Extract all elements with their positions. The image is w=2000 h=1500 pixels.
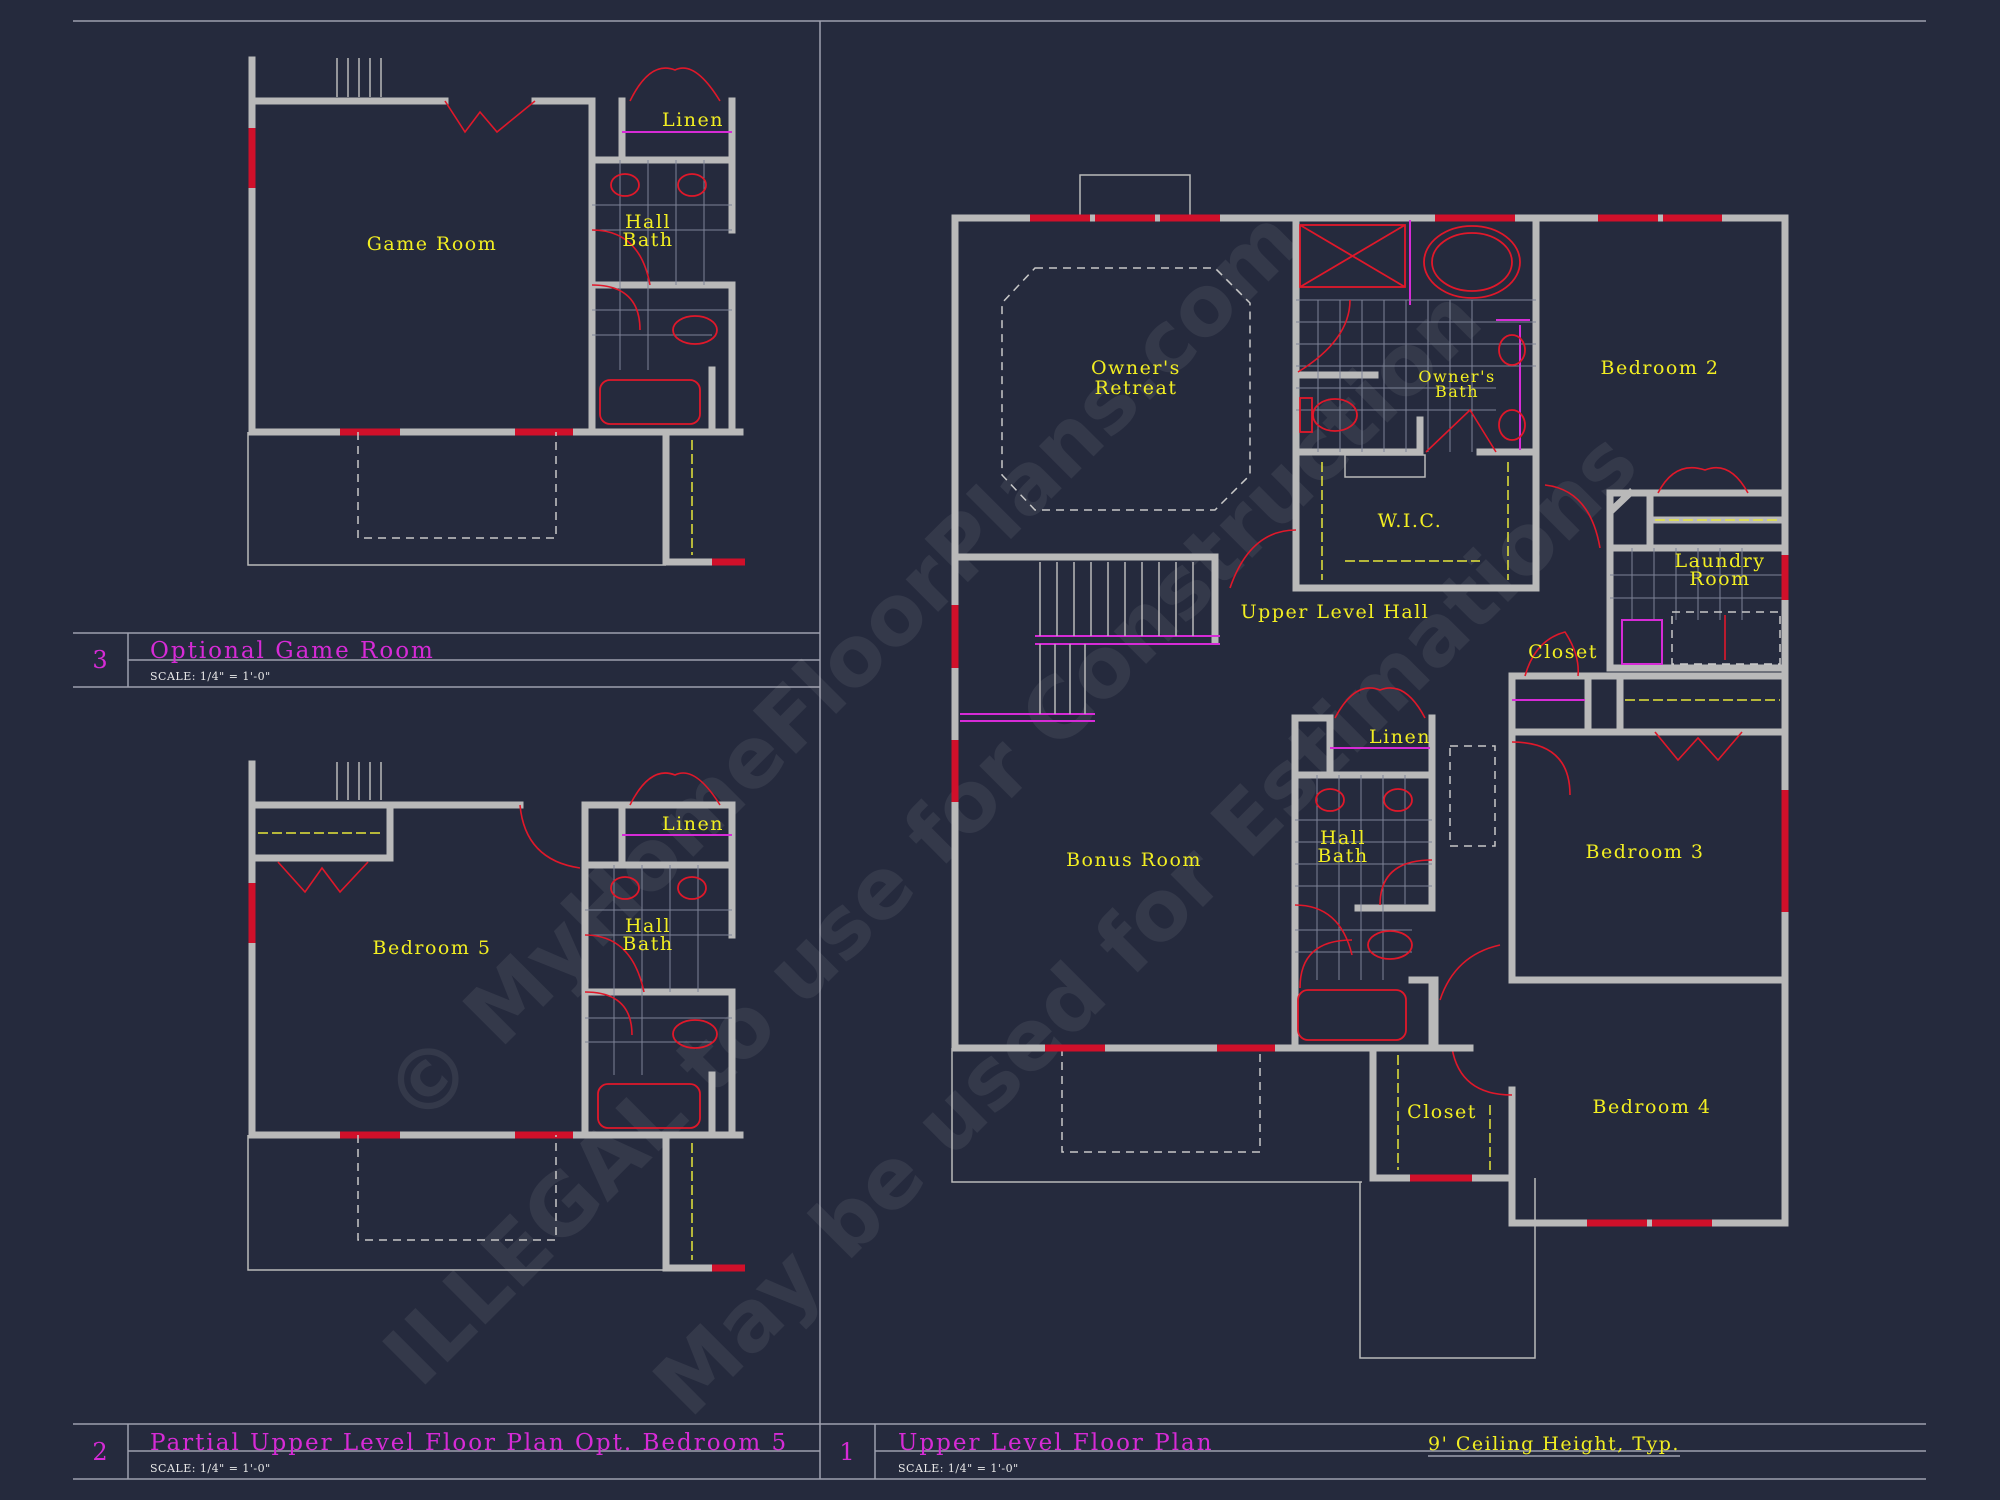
owners-bath-tile — [1296, 299, 1536, 452]
sheet-frame — [73, 20, 1926, 1480]
stair-treads — [1039, 562, 1194, 714]
room-label-hall-bath-1: Hall — [625, 915, 671, 937]
room-label-linen: Linen — [662, 109, 724, 131]
room-label-bedroom-5: Bedroom 5 — [373, 937, 492, 959]
room-label-owners-bath-1: Owner's — [1418, 367, 1495, 386]
drawing-title-2: Partial Upper Level Floor Plan Opt. Bedr… — [150, 1430, 788, 1456]
room-label-game-room: Game Room — [367, 233, 498, 255]
room-label-wic: W.I.C. — [1378, 510, 1443, 532]
room-label-bedroom-2: Bedroom 2 — [1601, 357, 1720, 379]
room-label-closet-lower: Closet — [1407, 1101, 1477, 1123]
room-label-owners-retreat-2: Retreat — [1095, 377, 1178, 399]
bedroom5-stair-ticks — [336, 762, 382, 800]
room-label-bonus-room: Bonus Room — [1066, 849, 1202, 871]
drawing-number-1: 1 — [839, 1438, 854, 1466]
room-label-hall-bath-1: Hall — [625, 211, 671, 233]
room-label-closet-hall: Closet — [1528, 641, 1598, 663]
title-block-2: 2 Partial Upper Level Floor Plan Opt. Be… — [92, 1430, 788, 1475]
drawing-title-1: Upper Level Floor Plan — [898, 1430, 1214, 1456]
title-block-3: 3 Optional Game Room SCALE: 1/4" = 1'-0" — [92, 638, 435, 683]
drawing-number-3: 3 — [92, 646, 107, 674]
room-label-linen: Linen — [662, 813, 724, 835]
bedroom5-hall-bath-tile — [585, 865, 732, 1075]
drawing-number-2: 2 — [92, 1438, 107, 1466]
upper-level-windows — [951, 214, 1789, 1227]
drawing-title-3: Optional Game Room — [150, 638, 435, 664]
drawing-scale-1: SCALE: 1/4" = 1'-0" — [898, 1462, 1019, 1475]
room-label-hall-bath-2: Bath — [622, 229, 673, 251]
game-room-stair-ticks — [336, 58, 382, 97]
ceiling-height-note: 9' Ceiling Height, Typ. — [1428, 1433, 1680, 1455]
room-label-hall-bath-2: Bath — [622, 933, 673, 955]
room-label-hall-bath-1: Hall — [1320, 827, 1366, 849]
drawing-scale-3: SCALE: 1/4" = 1'-0" — [150, 670, 271, 683]
room-label-linen: Linen — [1369, 726, 1431, 748]
drawing-scale-2: SCALE: 1/4" = 1'-0" — [150, 1462, 271, 1475]
room-label-bedroom-3: Bedroom 3 — [1586, 841, 1705, 863]
title-block-1: 1 Upper Level Floor Plan SCALE: 1/4" = 1… — [839, 1430, 1680, 1475]
room-label-laundry-2: Room — [1689, 568, 1750, 590]
room-label-bedroom-4: Bedroom 4 — [1593, 1096, 1712, 1118]
drawing-optional-game-room: Game Room Linen Hall Bath — [247, 56, 745, 566]
room-label-laundry-1: Laundry — [1675, 550, 1766, 572]
room-label-owners-retreat-1: Owner's — [1091, 357, 1181, 379]
watermark-line-1: © MyHomeFloorPlans.com — [365, 190, 1319, 1144]
drawing-partial-bedroom5: Bedroom 5 Linen Hall Bath — [247, 760, 745, 1272]
room-label-hall-bath-2: Bath — [1317, 845, 1368, 867]
game-room-hall-bath-tile — [592, 160, 732, 370]
hall-bath-tile — [1295, 775, 1432, 980]
room-label-upper-level-hall: Upper Level Hall — [1241, 601, 1430, 623]
laundry-tile — [1610, 548, 1785, 620]
room-label-owners-bath-2: Bath — [1435, 382, 1479, 401]
drawing-upper-level: W.I.C. — [951, 174, 1789, 1359]
